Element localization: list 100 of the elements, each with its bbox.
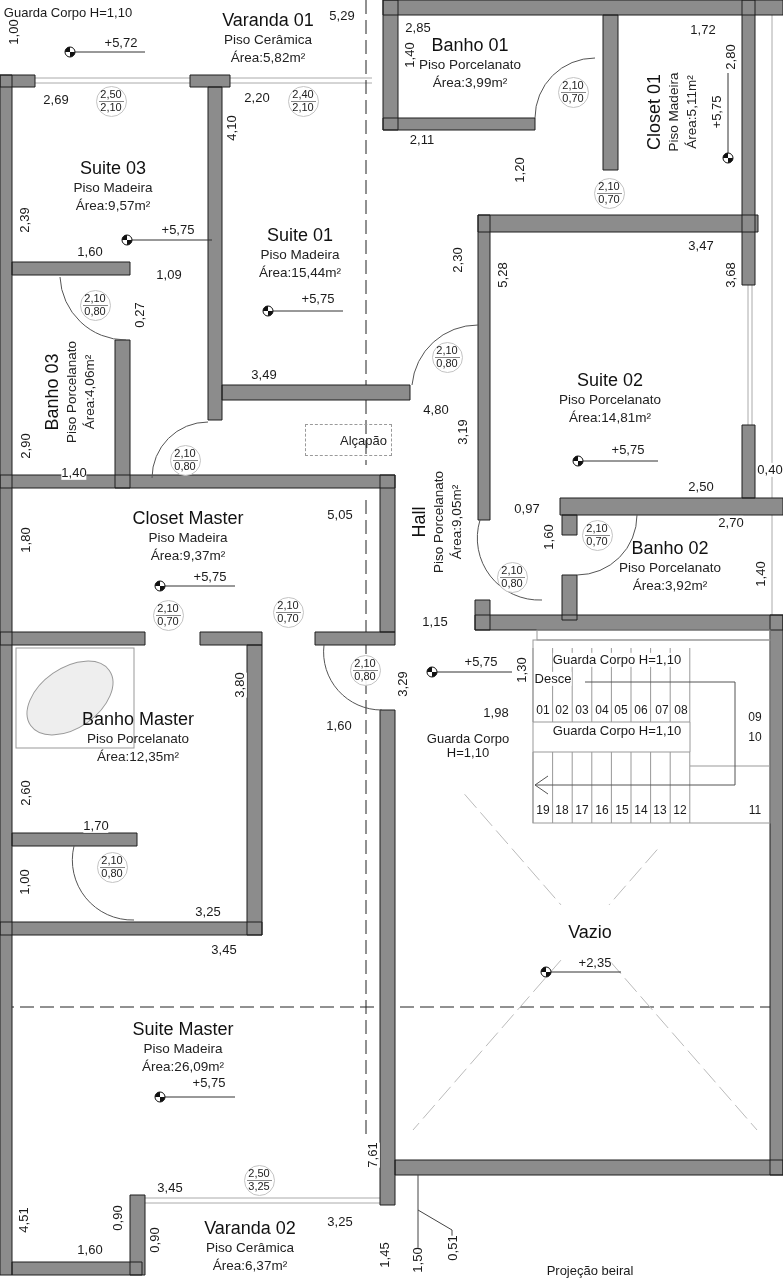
dimension-label: 1,20 — [512, 157, 528, 183]
note-text: Desce — [534, 671, 572, 687]
dimension-label: 7,61 — [365, 1142, 381, 1168]
room-info: Piso Porcelanato — [63, 340, 80, 444]
note-text: Projeção beiral — [546, 1263, 634, 1279]
dimension-label: 1,98 — [483, 705, 509, 721]
room-name: Closet 01 — [643, 74, 665, 150]
room-info: Área:6,37m² — [212, 1257, 288, 1275]
room-info: Piso Cerâmica — [206, 1239, 294, 1257]
dimension-label: 3,49 — [251, 367, 277, 383]
level-label: +5,72 — [104, 35, 138, 51]
door-tag: 2,10 0,80 — [169, 444, 201, 476]
dimension-label: 1,60 — [326, 718, 352, 734]
room-name: Varanda 01 — [222, 9, 314, 31]
room-name: Suite 03 — [79, 157, 146, 179]
dimension-label: 2,50 — [688, 479, 714, 495]
dimension-label: 3,80 — [232, 672, 248, 698]
room-info: Área:9,57m² — [75, 197, 151, 215]
room-name: Suite 01 — [266, 224, 333, 246]
room-name: Banho 03 — [41, 353, 63, 431]
dimension-label: 3,45 — [211, 942, 237, 958]
dimension-label: 1,60 — [77, 244, 103, 260]
dimension-label: 4,51 — [16, 1207, 32, 1233]
dimension-label: 1,09 — [156, 267, 182, 283]
dimension-label: 1,00 — [6, 19, 22, 45]
room-info: Área:5,11m² — [683, 75, 700, 149]
dimension-label: 2,20 — [244, 90, 270, 106]
dimension-label: 3,19 — [455, 419, 471, 445]
dimension-label: 2,69 — [43, 92, 69, 108]
room-name: Closet Master — [132, 507, 244, 529]
room-info: Área:26,09m² — [142, 1058, 224, 1076]
room-info: Piso Porcelanato — [430, 470, 447, 574]
door-tag: 2,10 0,80 — [96, 851, 128, 883]
room-name: Banho 01 — [431, 34, 509, 56]
room-info: Área:5,82m² — [230, 49, 306, 67]
dimension-label: 1,40 — [61, 465, 87, 481]
room-info: Área:9,05m² — [448, 484, 465, 560]
room-info: Área:3,92m² — [632, 577, 708, 595]
dimension-label: 3,25 — [195, 904, 221, 920]
hatch-box — [305, 424, 392, 456]
room-info: Área:4,06m² — [81, 354, 98, 430]
door-tag: 2,10 0,80 — [349, 654, 381, 686]
dimension-label: 5,05 — [327, 507, 353, 523]
door-tag: 2,50 2,10 — [95, 85, 127, 117]
dimension-label: 0,51 — [445, 1235, 461, 1261]
dimension-label: 1,30 — [514, 657, 530, 683]
dimension-label: 1,70 — [83, 818, 109, 834]
dimension-label: 5,28 — [495, 262, 511, 288]
dimension-label: 1,40 — [402, 42, 418, 68]
level-label: +5,75 — [709, 95, 725, 129]
dimension-label: 0,27 — [132, 302, 148, 328]
level-label: +5,75 — [464, 654, 498, 670]
room-name: Banho Master — [81, 708, 195, 730]
door-tag: 2,10 0,70 — [593, 177, 625, 209]
level-label: +5,75 — [611, 442, 645, 458]
hatch-label: Alçapão — [340, 432, 387, 448]
dimension-label: 1,60 — [77, 1242, 103, 1258]
room-info: Piso Madeira — [665, 72, 682, 152]
room-info: Piso Madeira — [73, 179, 153, 197]
dimension-label: 3,47 — [688, 238, 714, 254]
room-name: Banho 02 — [631, 537, 709, 559]
room-info: Piso Madeira — [143, 1040, 223, 1058]
room-name: Suite 02 — [576, 369, 644, 391]
door-tag: 2,50 3,25 — [243, 1164, 275, 1196]
dimension-label: 2,39 — [17, 207, 33, 233]
room-name: Vazio — [568, 921, 612, 943]
dimension-label: 2,80 — [723, 44, 739, 70]
door-tag: 2,10 0,70 — [557, 76, 589, 108]
room-info: Área:15,44m² — [259, 264, 341, 282]
room-info: Área:12,35m² — [97, 748, 179, 766]
dimension-label: 1,50 — [410, 1247, 426, 1273]
door-tag: 2,10 0,70 — [152, 599, 184, 631]
room-name: Suite Master — [132, 1018, 234, 1040]
room-name: Hall — [408, 506, 430, 538]
door-tag: 2,10 0,80 — [496, 561, 528, 593]
level-label: +5,75 — [193, 569, 227, 585]
dimension-label: 2,90 — [18, 433, 34, 459]
dimension-label: 2,30 — [450, 247, 466, 273]
dimension-label: 1,80 — [18, 527, 34, 553]
dimension-label: 2,85 — [405, 20, 431, 36]
dimension-label: 1,00 — [17, 869, 33, 895]
room-info: Piso Porcelanato — [86, 730, 190, 748]
door-tag: 2,10 0,80 — [79, 289, 111, 321]
dimension-label: 5,29 — [329, 8, 355, 24]
dimension-label: 1,40 — [753, 561, 769, 587]
level-label: +5,75 — [301, 291, 335, 307]
level-label: +5,75 — [161, 222, 195, 238]
room-info: Piso Porcelanato — [418, 56, 522, 74]
room-info: Piso Porcelanato — [558, 391, 662, 409]
note-text: Guarda Corpo H=1,10 — [552, 652, 682, 668]
room-info: Piso Madeira — [148, 529, 228, 547]
dimension-label: 0,90 — [110, 1205, 126, 1231]
room-info: Piso Madeira — [260, 246, 340, 264]
level-label: +5,75 — [192, 1075, 226, 1091]
dimension-label: 4,80 — [423, 402, 449, 418]
dimension-label: 1,45 — [377, 1242, 393, 1268]
room-info: Piso Cerâmica — [224, 31, 312, 49]
dimension-label: 3,68 — [723, 262, 739, 288]
dimension-label: 3,45 — [157, 1180, 183, 1196]
dimension-label: 1,72 — [690, 22, 716, 38]
